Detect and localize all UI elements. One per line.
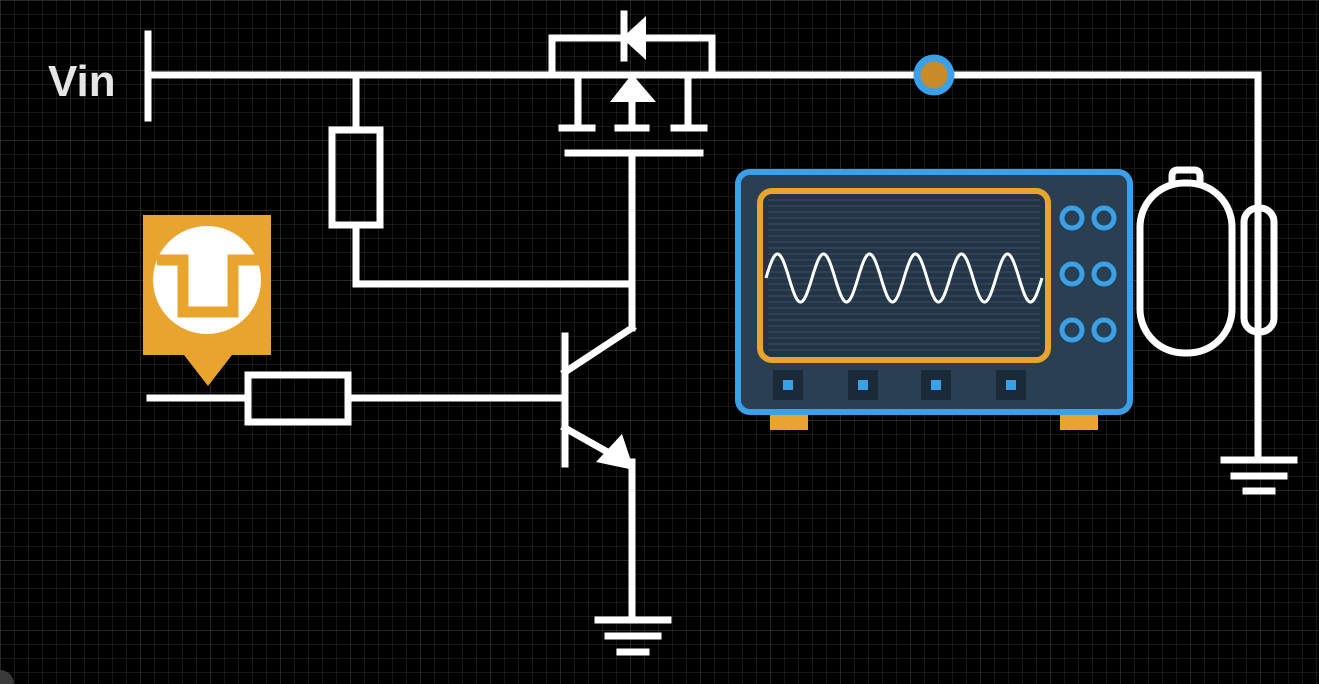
scope-knobs[interactable] — [1059, 205, 1117, 343]
scope-button-led — [931, 380, 941, 390]
scope-knob[interactable] — [1091, 261, 1117, 287]
wires — [144, 10, 1298, 656]
function-generator-pulse-icon — [157, 254, 260, 318]
bjt-emitter-arrow — [596, 434, 634, 470]
load-cap — [1168, 166, 1204, 184]
scope-knob[interactable] — [1059, 205, 1085, 231]
scope-knob[interactable] — [1091, 317, 1117, 343]
oscilloscope-icon[interactable] — [735, 169, 1133, 430]
load-bulb-icon — [1136, 166, 1278, 357]
vin-label: Vin — [48, 57, 116, 106]
mosfet-arrow — [610, 74, 656, 102]
scope-button-led — [858, 380, 868, 390]
scope-buttons[interactable] — [773, 370, 1026, 400]
load-resistor — [1240, 204, 1278, 336]
scope-knob[interactable] — [1091, 205, 1117, 231]
probe-node[interactable] — [913, 54, 955, 96]
scope-button-led — [783, 380, 793, 390]
body-diode-arrow — [622, 16, 646, 60]
load-body — [1136, 179, 1236, 357]
function-generator-badge[interactable] — [143, 215, 271, 386]
bjt-collector — [560, 323, 637, 377]
scope-waveform — [764, 252, 1044, 304]
scope-button-led — [1006, 380, 1016, 390]
badge-disc — [153, 226, 261, 334]
scope-knob[interactable] — [1059, 317, 1085, 343]
scope-knob[interactable] — [1059, 261, 1085, 287]
